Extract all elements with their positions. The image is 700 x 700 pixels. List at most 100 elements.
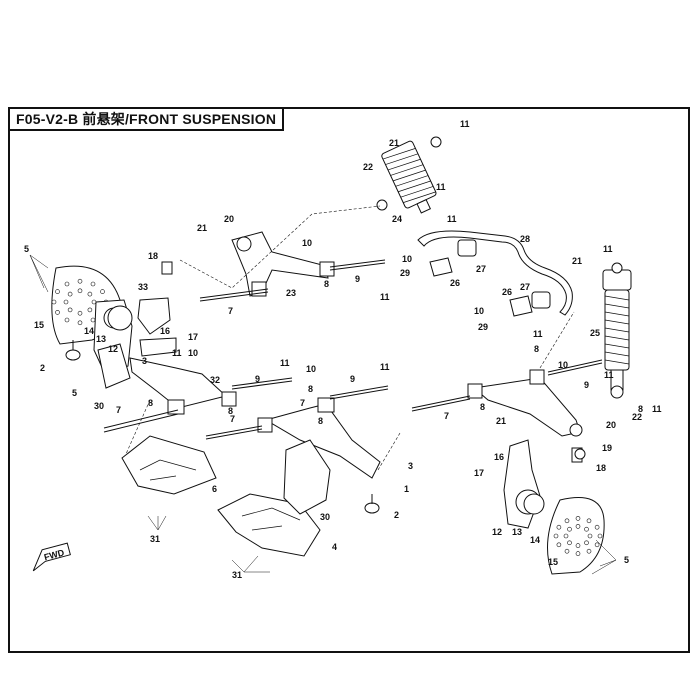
callout-11: 11 bbox=[603, 244, 613, 254]
title-box: F05-V2-B 前悬架/FRONT SUSPENSION bbox=[8, 107, 285, 131]
callout-12: 12 bbox=[108, 344, 118, 354]
callout-26: 26 bbox=[502, 287, 512, 297]
disc-hole bbox=[77, 320, 83, 326]
callout-21: 21 bbox=[197, 223, 207, 233]
callout-18: 18 bbox=[596, 463, 606, 473]
disc-hole bbox=[586, 548, 592, 554]
callout-10: 10 bbox=[402, 254, 412, 264]
callout-30: 30 bbox=[94, 401, 104, 411]
callout-11: 11 bbox=[533, 329, 543, 339]
callout-8: 8 bbox=[148, 398, 153, 408]
ball-joint-left bbox=[65, 340, 81, 361]
callout-3: 3 bbox=[142, 356, 147, 366]
brake-disc-right bbox=[547, 497, 605, 575]
disc-hole bbox=[584, 526, 589, 532]
callout-29: 29 bbox=[400, 268, 410, 278]
callout-5: 5 bbox=[624, 555, 629, 565]
callout-3: 3 bbox=[408, 461, 413, 471]
callout-30: 30 bbox=[320, 512, 330, 522]
disc-hole bbox=[586, 518, 592, 524]
callout-20: 20 bbox=[606, 420, 616, 430]
disc-hole bbox=[597, 533, 603, 539]
callout-31: 31 bbox=[150, 534, 160, 544]
disc-hole bbox=[77, 310, 83, 316]
callout-5: 5 bbox=[24, 244, 29, 254]
callout-11: 11 bbox=[380, 292, 390, 302]
callout-11: 11 bbox=[447, 214, 457, 224]
callout-14: 14 bbox=[84, 326, 94, 336]
disc-hole bbox=[63, 299, 69, 305]
callout-21: 21 bbox=[496, 416, 506, 426]
callout-13: 13 bbox=[512, 527, 522, 537]
callout-11: 11 bbox=[280, 358, 290, 368]
callout-8: 8 bbox=[308, 384, 313, 394]
disc-hole bbox=[87, 291, 93, 297]
callout-26: 26 bbox=[450, 278, 460, 288]
callout-16: 16 bbox=[494, 452, 504, 462]
callout-9: 9 bbox=[255, 374, 260, 384]
callout-9: 9 bbox=[350, 374, 355, 384]
disc-hole bbox=[587, 533, 593, 539]
disc-hole bbox=[77, 278, 83, 284]
leader-lines bbox=[29, 205, 617, 575]
callout-33: 33 bbox=[138, 282, 148, 292]
callout-18: 18 bbox=[148, 251, 158, 261]
disc-hole bbox=[77, 288, 83, 294]
callout-22: 22 bbox=[632, 412, 642, 422]
callout-9: 9 bbox=[584, 380, 589, 390]
callout-10: 10 bbox=[474, 306, 484, 316]
callout-11: 11 bbox=[604, 370, 614, 380]
shock-absorber-right bbox=[602, 262, 632, 399]
disc-hole bbox=[564, 548, 570, 554]
disc-hole bbox=[556, 542, 562, 548]
disc-hole bbox=[64, 317, 70, 323]
callout-2: 2 bbox=[394, 510, 399, 520]
disc-hole bbox=[567, 526, 572, 532]
callout-25: 25 bbox=[590, 328, 600, 338]
disc-hole bbox=[55, 289, 60, 294]
callout-11: 11 bbox=[460, 119, 470, 129]
lower-a-arm-right bbox=[411, 359, 603, 437]
callout-23: 23 bbox=[286, 288, 296, 298]
skid-plate-center bbox=[217, 493, 321, 557]
callout-11: 11 bbox=[436, 182, 446, 192]
disc-hole bbox=[575, 524, 581, 529]
callout-13: 13 bbox=[96, 334, 106, 344]
disc-hole bbox=[563, 533, 569, 539]
disc-hole bbox=[575, 543, 581, 548]
callout-9: 9 bbox=[355, 274, 360, 284]
disc-hole bbox=[100, 289, 105, 294]
disc-hole bbox=[91, 299, 97, 305]
callout-15: 15 bbox=[548, 557, 558, 567]
callout-16: 16 bbox=[160, 326, 170, 336]
shock-absorber-upper bbox=[376, 136, 442, 214]
callout-21: 21 bbox=[572, 256, 582, 266]
callout-6: 6 bbox=[212, 484, 217, 494]
callout-7: 7 bbox=[228, 306, 233, 316]
callout-10: 10 bbox=[306, 364, 316, 374]
disc-hole bbox=[67, 307, 73, 313]
callout-1: 1 bbox=[404, 484, 409, 494]
callout-11: 11 bbox=[172, 348, 182, 358]
callout-10: 10 bbox=[188, 348, 198, 358]
callout-8: 8 bbox=[324, 279, 329, 289]
callout-8: 8 bbox=[480, 402, 485, 412]
lower-a-arm-center bbox=[205, 385, 389, 479]
disc-hole bbox=[556, 524, 562, 530]
skid-plate-left bbox=[121, 435, 217, 495]
callout-7: 7 bbox=[300, 398, 305, 408]
callout-7: 7 bbox=[116, 405, 121, 415]
callout-11: 11 bbox=[652, 404, 662, 414]
callout-8: 8 bbox=[228, 406, 233, 416]
callout-20: 20 bbox=[224, 214, 234, 224]
frame-bracket bbox=[97, 343, 331, 515]
disc-hole bbox=[90, 281, 96, 287]
callout-19: 19 bbox=[602, 443, 612, 453]
callout-22: 22 bbox=[363, 162, 373, 172]
callout-12: 12 bbox=[492, 527, 502, 537]
callout-17: 17 bbox=[188, 332, 198, 342]
disc-hole bbox=[90, 317, 96, 323]
callout-8: 8 bbox=[534, 344, 539, 354]
